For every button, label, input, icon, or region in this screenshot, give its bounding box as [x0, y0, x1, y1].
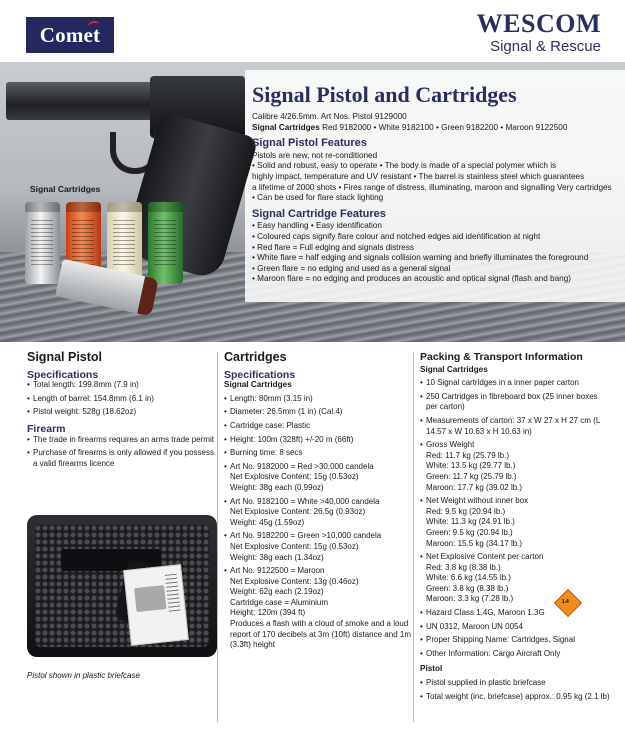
list-item: Other Information: Cargo Aircraft Only — [420, 649, 610, 660]
cartridge-feature-line: • Red flare = Full edging and signals di… — [252, 242, 414, 252]
list-item: Length: 80mm (3.15 in) — [224, 394, 411, 405]
pistol-feature-line: • Can be used for flare stack lighting — [252, 193, 384, 203]
list-item: Total length: 199.8mm (7.9 in) — [27, 380, 217, 391]
cartridge-feature-line: • White flare = half edging and signals … — [252, 253, 589, 263]
list-item: Total weight (inc. briefcase) approx.: 0… — [420, 692, 610, 703]
list-item: Burning time: 8 secs — [224, 448, 411, 459]
pistol-feature-line: Pistols are new, not re-conditioned — [252, 150, 378, 160]
list-item: 10 Signal cartridges in a inner paper ca… — [420, 378, 610, 389]
maroon-note: Produces a flash with a cloud of smoke a… — [230, 619, 411, 650]
column-divider — [217, 352, 218, 722]
pistol-packing-subheading: Pistol — [420, 664, 443, 674]
signal-pistol-column: Signal Pistol Specifications Total lengt… — [27, 350, 217, 682]
cartridges-title: Cartridges — [224, 350, 287, 364]
pistol-briefcase-image — [27, 515, 217, 658]
cartridge-feature-line: • Easy handling • Easy identification — [252, 221, 382, 231]
list-item: Diameter: 26.5mm (1 in) (Cal.4) — [224, 407, 411, 418]
calibre-line: Calibre 4/26.5mm. Art Nos. Pistol 912900… — [252, 112, 407, 121]
firearm-heading: Firearm — [27, 422, 66, 435]
hero-description: Calibre 4/26.5mm. Art Nos. Pistol 912900… — [252, 112, 614, 285]
signal-pistol-title: Signal Pistol — [27, 350, 103, 364]
firearm-list: The trade in firearms requires an arms t… — [27, 435, 217, 470]
packing-transport-column: Packing & Transport Information Signal C… — [420, 352, 610, 705]
list-item: Hazard Class 1.4G, Maroon 1.3G — [420, 608, 610, 619]
pistol-feature-line: a lifetime of 2000 shots • Fires range o… — [252, 182, 612, 192]
comet-logo: Comet — [26, 17, 114, 53]
packing-list: 10 Signal cartridges in a inner paper ca… — [420, 378, 610, 659]
cartridges-image-caption: Signal Cartridges — [30, 184, 101, 194]
list-item: Measurements of carton: 37 x W 27 x H 27… — [420, 416, 610, 437]
green-cartridge — [148, 202, 183, 284]
cartridge-specifications-heading: Specifications — [224, 368, 296, 381]
list-item: Purchase of firearms is only allowed if … — [27, 448, 217, 469]
cartridge-article-line: Signal Cartridges Red 9182000 • White 91… — [252, 123, 614, 134]
cartridge-feature-line: • Green flare = no edging and used as a … — [252, 263, 451, 273]
list-item: UN 0312, Maroon UN 0054 — [420, 622, 610, 633]
white-cartridge — [25, 202, 60, 284]
cartridge-features-heading: Signal Cartridge Features — [252, 207, 386, 220]
page-header: Comet WESCOM Signal & Rescue — [0, 0, 625, 62]
page-title: Signal Pistol and Cartridges — [252, 82, 517, 107]
list-item: 250 Cartridges in fibreboard box (25 inn… — [420, 392, 610, 413]
list-item: Proper Shipping Name: Cartridges, Signal — [420, 635, 610, 646]
wescom-logo: WESCOM Signal & Rescue — [477, 10, 601, 56]
pistol-features-heading: Signal Pistol Features — [252, 137, 367, 150]
cartridges-label: Signal Cartridges — [252, 122, 320, 132]
list-item: Art No. 9182100 = White >40,000 candelaN… — [224, 497, 411, 529]
briefcase-manual — [123, 564, 189, 647]
pistol-specifications-heading: Specifications — [27, 368, 99, 381]
cartridges-column: Cartridges Specifications Signal Cartrid… — [224, 350, 411, 654]
list-item: Art No. 9182000 = Red >30,000 candelaNet… — [224, 462, 411, 494]
comet-logo-text: Comet — [39, 22, 101, 47]
cartridges-article-numbers: Red 9182000 • White 9182100 • Green 9182… — [319, 122, 568, 132]
column-divider — [413, 352, 414, 722]
list-item: The trade in firearms requires an arms t… — [27, 435, 217, 446]
briefcase-caption: Pistol shown in plastic briefcase — [27, 671, 140, 681]
list-item: Pistol supplied in plastic briefcase — [420, 678, 610, 689]
cartridge-feature-line: • Coloured caps signify flare colour and… — [252, 231, 541, 241]
list-item: Art No. 9182200 = Green >10,000 candelaN… — [224, 531, 411, 563]
list-item: Cartridge case: Plastic — [224, 421, 411, 432]
packing-title: Packing & Transport Information — [420, 351, 583, 363]
hero-banner: Signal Cartridges — [0, 62, 625, 342]
pistol-feature-line: • Solid and robust, easy to operate • Th… — [252, 161, 557, 171]
wescom-brand: WESCOM — [476, 9, 601, 38]
cartridge-spec-list: Length: 80mm (3.15 in) Diameter: 26.5mm … — [224, 394, 411, 651]
wescom-tagline: Signal & Rescue — [490, 38, 601, 55]
list-item: Length of barrel: 154.8mm (6.1 in) — [27, 394, 217, 405]
hero-text-panel — [245, 70, 625, 302]
signal-cartridges-subheading: Signal Cartridges — [224, 380, 292, 390]
list-item: Pistol weight: 528g (18.62oz) — [27, 407, 217, 418]
pistol-spec-list: Total length: 199.8mm (7.9 in) Length of… — [27, 380, 217, 418]
packing-cartridges-subheading: Signal Cartridges — [420, 364, 488, 374]
list-item: Height: 100m (328ft) +/-20 m (66ft) — [224, 435, 411, 446]
pistol-packing-list: Pistol supplied in plastic briefcase Tot… — [420, 678, 610, 702]
cartridge-feature-line: • Maroon flare = no edging and produces … — [252, 274, 571, 284]
pistol-feature-line: highly impact, temperature and UV resist… — [252, 171, 585, 181]
